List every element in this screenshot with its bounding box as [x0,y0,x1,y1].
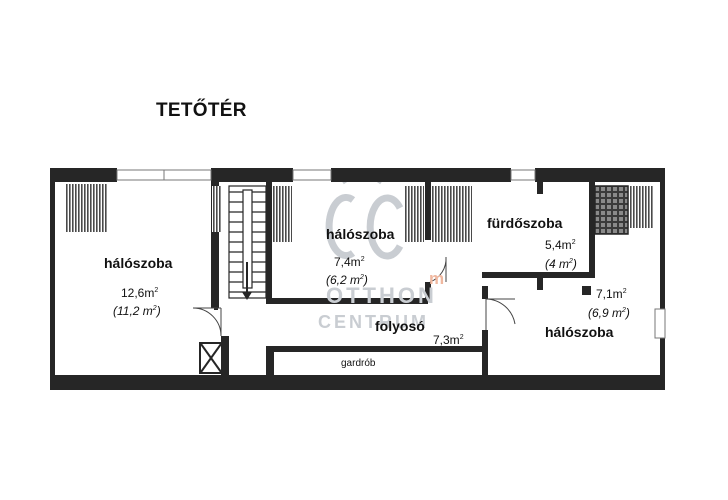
windows [116,169,666,339]
room-net-area-bedroom-left: (11,2 m2) [113,304,161,318]
room-label-bedroom-middle: hálószoba [326,226,395,242]
shaft-symbol [199,342,223,374]
room-area-bathroom: 5,4m2 [545,238,576,252]
svg-text:m: m [429,269,444,288]
watermark-line-2: CENTRUM [318,312,429,332]
room-area-bedroom-middle: 7,4m2 [334,255,365,269]
outer-walls [50,168,665,390]
interior-walls [211,182,595,375]
doors [192,256,516,337]
room-label-wardrobe: gardrób [341,358,376,369]
room-label-bedroom-right: hálószoba [545,324,614,340]
floor-title: TETŐTÉR [156,100,247,121]
watermark-logo [325,168,404,260]
room-area-bedroom-left: 12,6m2 [121,286,159,300]
room-net-area-bedroom-right: (6,9 m2) [588,306,630,320]
room-net-area-bathroom: (4 m2) [545,257,577,271]
room-label-corridor: folyosó [375,318,425,334]
roof-slope-hatching [66,184,654,242]
room-area-corridor: 7,3m2 [433,333,464,347]
shower-tray [594,185,629,235]
room-label-bedroom-left: hálószoba [104,255,173,271]
room-area-bedroom-right: 7,1m2 [596,287,627,301]
room-label-bathroom: fürdőszoba [487,215,563,231]
watermark-accent: m [429,269,444,288]
staircase [228,185,267,300]
room-net-area-bedroom-middle: (6,2 m2) [326,273,368,287]
watermark-line-1: OTTHON [326,283,437,308]
